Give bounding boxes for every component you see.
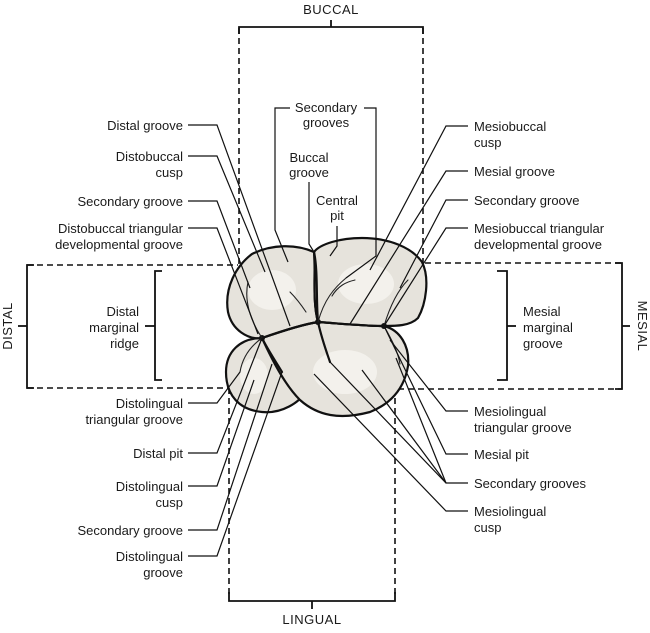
- secondary-groove: [289, 291, 307, 313]
- distolingual-highlight: [240, 358, 268, 394]
- label-mesial-marginal-groove-3: groove: [523, 336, 563, 351]
- distal-groove-line: [260, 320, 320, 340]
- label-distobuccal-triangular-2: developmental groove: [55, 237, 183, 252]
- label-distal-marginal-ridge-3: ridge: [110, 336, 139, 351]
- leader-distal-pit: [188, 337, 263, 454]
- secondary-groove: [331, 279, 356, 297]
- leader-mesial-groove: [349, 170, 468, 325]
- mesial-label: MESIAL: [635, 301, 650, 352]
- leader-mesiolingual-triangular: [389, 339, 468, 412]
- secondary-groove: [383, 279, 409, 327]
- distal-label: DISTAL: [0, 302, 15, 350]
- buccal-groove-line: [312, 250, 320, 324]
- label-secondary-grooves-top-2: grooves: [303, 115, 350, 130]
- mesial-marginal-groove-bracket: [497, 270, 508, 381]
- lingual-bracket: [228, 592, 396, 602]
- label-distolingual-triangular-2: triangular groove: [85, 412, 183, 427]
- label-distolingual-groove-2: groove: [143, 565, 183, 580]
- right-labels: Mesiobuccal cusp Mesial groove Secondary…: [313, 119, 605, 535]
- label-central-pit-1: Central: [316, 193, 358, 208]
- label-distolingual-triangular-1: Distolingual: [116, 396, 183, 411]
- label-distolingual-groove-1: Distolingual: [116, 549, 183, 564]
- leader-distobuccal-triangular: [188, 227, 259, 335]
- label-distal-marginal-ridge-1: Distal: [106, 304, 139, 319]
- leader-secondary-grooves-right: [345, 107, 377, 279]
- leader-secondary-grooves-right-2: [395, 357, 447, 484]
- label-mesial-pit: Mesial pit: [474, 447, 529, 462]
- label-distobuccal-triangular-1: Distobuccal triangular: [58, 221, 184, 236]
- label-mesial-groove: Mesial groove: [474, 164, 555, 179]
- leader-distolingual-groove: [188, 371, 283, 557]
- mesial-bracket: [615, 262, 623, 390]
- mesiolingual-highlight: [313, 350, 377, 394]
- label-mesiolingual-cusp-1: Mesiolingual: [474, 504, 546, 519]
- label-distal-pit: Distal pit: [133, 446, 183, 461]
- leader-central-pit: [329, 226, 338, 257]
- leader-mesiobuccal-triangular: [383, 227, 468, 327]
- leader-mesiobuccal-cusp: [369, 125, 468, 271]
- label-distobuccal-cusp-1: Distobuccal: [116, 149, 183, 164]
- label-mesiolingual-triangular-1: Mesiolingual: [474, 404, 546, 419]
- label-mesiobuccal-cusp-2: cusp: [474, 135, 501, 150]
- leader-distolingual-triangular: [188, 371, 241, 404]
- label-secondary-groove-left-2: Secondary groove: [77, 523, 183, 538]
- leader-secondary-grooves-right-3: [361, 369, 447, 484]
- leader-distolingual-cusp: [188, 379, 255, 487]
- label-secondary-grooves-right: Secondary grooves: [474, 476, 587, 491]
- label-mesiolingual-cusp-2: cusp: [474, 520, 501, 535]
- label-secondary-groove-right: Secondary groove: [474, 193, 580, 208]
- lingual-label: LINGUAL: [282, 612, 341, 627]
- label-secondary-grooves-top-1: Secondary: [295, 100, 358, 115]
- label-mesiolingual-triangular-2: triangular groove: [474, 420, 572, 435]
- left-labels: Distal groove Distobuccal cusp Secondary…: [55, 118, 291, 580]
- label-distal-groove: Distal groove: [107, 118, 183, 133]
- distal-mesial-frame: [18, 262, 630, 390]
- leader-distobuccal-cusp: [188, 155, 266, 273]
- label-distobuccal-cusp-2: cusp: [156, 165, 183, 180]
- label-distolingual-cusp-2: cusp: [156, 495, 183, 510]
- buccal-label: BUCCAL: [303, 2, 359, 17]
- label-mesiobuccal-cusp-1: Mesiobuccal: [474, 119, 546, 134]
- label-central-pit-2: pit: [330, 208, 344, 223]
- secondary-groove: [239, 337, 263, 373]
- leader-distal-groove: [188, 124, 291, 327]
- label-buccal-groove-2: groove: [289, 165, 329, 180]
- leader-secondary-groove-right: [399, 199, 468, 289]
- distal-bracket: [26, 264, 34, 389]
- leader-secondary-grooves-left: [274, 107, 290, 263]
- leader-mesiolingual-cusp: [313, 373, 468, 512]
- label-mesial-marginal-groove-1: Mesial: [523, 304, 561, 319]
- secondary-groove: [317, 277, 347, 323]
- buccal-bracket: [238, 26, 424, 34]
- distal-marginal-ridge-bracket: [154, 270, 162, 381]
- leader-buccal-groove: [308, 182, 315, 253]
- label-mesial-marginal-groove-2: marginal: [523, 320, 573, 335]
- label-buccal-groove-1: Buccal: [289, 150, 328, 165]
- lingual-groove-line: [316, 320, 332, 364]
- leader-mesial-pit: [383, 325, 468, 455]
- tooth-crown: [224, 236, 428, 418]
- mesial-groove-line: [316, 320, 386, 328]
- leader-secondary-groove-left-2: [188, 363, 273, 531]
- label-distal-marginal-ridge-2: marginal: [89, 320, 139, 335]
- label-mesiobuccal-triangular-1: Mesiobuccal triangular: [474, 221, 605, 236]
- label-mesiobuccal-triangular-2: developmental groove: [474, 237, 602, 252]
- label-secondary-groove-left-1: Secondary groove: [77, 194, 183, 209]
- distobuccal-highlight: [248, 270, 296, 310]
- distolingual-groove-line: [260, 336, 284, 374]
- leader-secondary-groove-left-1: [188, 200, 251, 289]
- label-distolingual-cusp-1: Distolingual: [116, 479, 183, 494]
